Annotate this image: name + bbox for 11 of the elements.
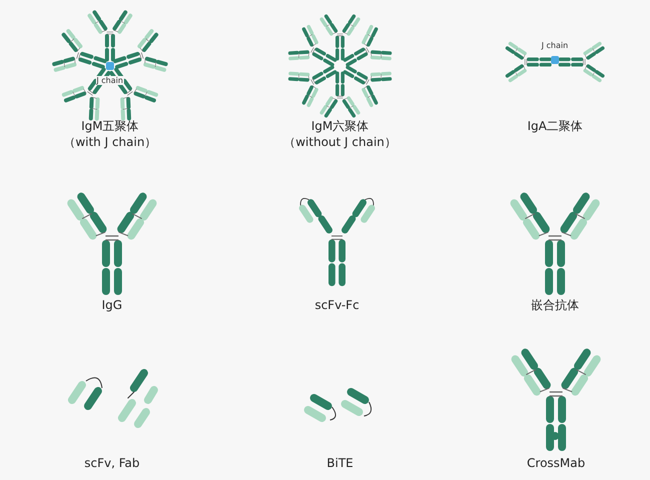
caption: scFv-Fc: [314, 297, 360, 313]
caption: 嵌合抗体: [530, 297, 580, 313]
caption: IgG: [100, 297, 124, 313]
caption: scFv, Fab: [83, 455, 141, 471]
chain-label: J chain: [96, 76, 124, 85]
caption: IgM六聚体（without J chain）: [282, 118, 398, 150]
chain-label: J chain: [540, 41, 570, 50]
caption: IgM五聚体（with J chain）: [62, 118, 158, 150]
caption: IgA二聚体: [526, 118, 584, 134]
caption: CrossMab: [526, 455, 586, 471]
caption: BiTE: [326, 455, 354, 471]
